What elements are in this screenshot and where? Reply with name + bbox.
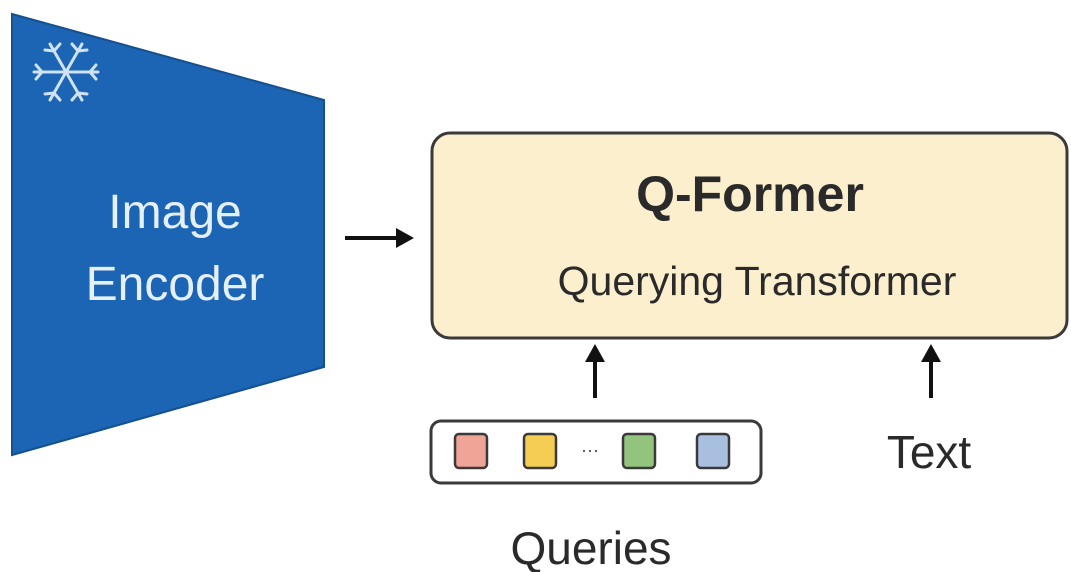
query-token-1 xyxy=(453,432,489,470)
qformer-subtitle: Querying Transformer xyxy=(558,258,957,304)
query-token-4 xyxy=(695,432,731,470)
text-to-qformer-arrow xyxy=(921,344,941,398)
query-token-3 xyxy=(621,432,657,470)
queries-to-qformer-arrow xyxy=(585,344,605,398)
query-ellipsis: ··· xyxy=(581,440,599,460)
text-input-label: Text xyxy=(887,426,972,478)
query-token-2 xyxy=(522,432,558,470)
image-encoder-label-line1: Image xyxy=(108,186,241,239)
snowflake-icon xyxy=(32,42,100,102)
queries-label: Queries xyxy=(510,522,671,572)
queries-container xyxy=(429,419,763,485)
image-encoder-shape xyxy=(11,12,325,457)
queries-block: ··· Queries xyxy=(429,419,763,572)
encoder-to-qformer-arrow xyxy=(345,228,414,248)
image-encoder-label-line2: Encoder xyxy=(86,258,265,311)
image-encoder: Image Encoder xyxy=(11,12,325,457)
qformer-box xyxy=(430,131,1069,340)
qformer-block: Q-Former Querying Transformer xyxy=(430,131,1069,340)
qformer-title: Q-Former xyxy=(636,166,864,222)
